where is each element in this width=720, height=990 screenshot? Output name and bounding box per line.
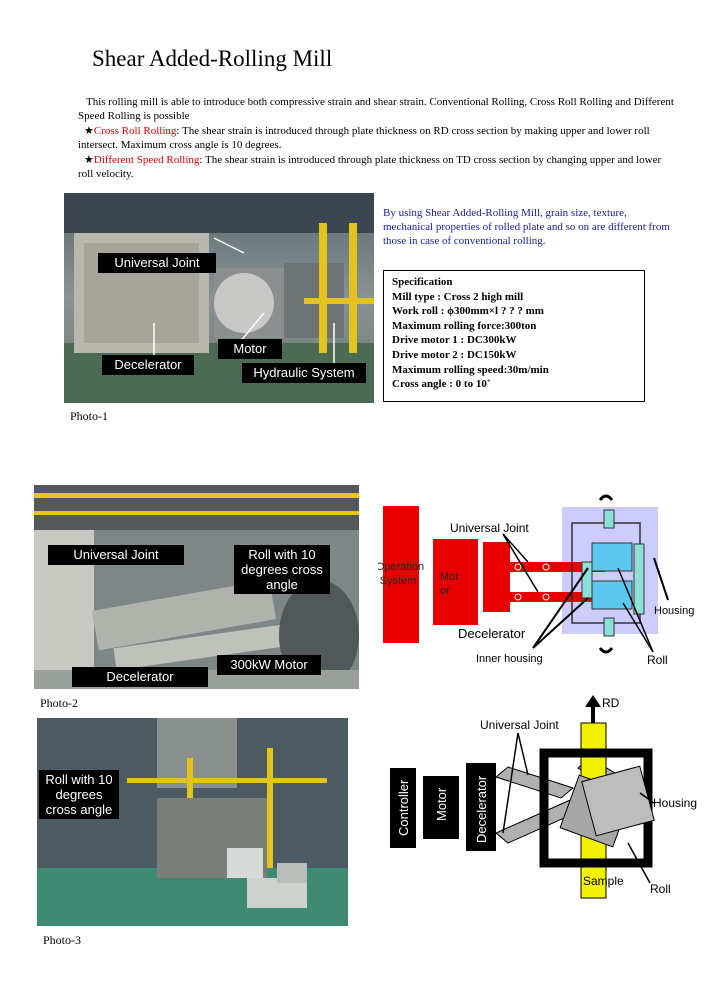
label-operation-system-1: Operation (378, 561, 424, 573)
photo1-label-hydraulic: Hydraulic System (242, 363, 366, 383)
intro-paragraph: This rolling mill is able to introduce b… (78, 96, 674, 122)
label-motor: Motor (434, 787, 449, 821)
label-universal-joint: Universal Joint (480, 718, 559, 732)
diff-speed-term: Different Speed Rolling (93, 154, 200, 166)
photo-1: Universal Joint Decelerator Motor Hydrau… (64, 193, 374, 403)
diagram-mill-layout: Operation System Mot or Universal Joint … (378, 494, 694, 667)
label-sample: Sample (583, 874, 624, 888)
photo2-label-roll-angle: Roll with 10 degrees cross angle (234, 545, 330, 594)
upper-roll (591, 542, 633, 572)
decelerator-box (466, 763, 496, 851)
rd-arrow-icon (585, 695, 601, 723)
diagram-cross-roll: Controller Motor Decelerator RD Universa… (390, 695, 697, 899)
spec-heading: Specification (392, 276, 453, 288)
photo-3: Roll with 10 degrees cross angle (37, 718, 348, 926)
photo2-label-universal-joint: Universal Joint (48, 545, 184, 565)
photo2-label-motor: 300kW Motor (217, 655, 321, 675)
label-decelerator: Decelerator (474, 775, 489, 843)
spec-line: Maximum rolling force:300ton (392, 319, 537, 332)
rotation-arrow-icon (598, 494, 614, 501)
decelerator-box (483, 542, 510, 612)
spec-line: Mill type : Cross 2 high mill (392, 290, 524, 303)
upper-shaft (510, 562, 605, 572)
spec-line: Work roll : ϕ300mm×l ? ? ? mm (392, 305, 544, 318)
cross-roll-paragraph: ★Cross Roll Rolling: The shear strain is… (78, 124, 678, 152)
photo1-label-decelerator: Decelerator (102, 355, 194, 375)
label-operation-system-2: System (380, 575, 417, 587)
spec-line: Cross angle : 0 to 10˚ (392, 378, 491, 391)
label-motor-1: Mot (440, 571, 458, 583)
cross-roll-term: Cross Roll Rolling (93, 125, 177, 137)
photo2-label-decelerator: Decelerator (72, 667, 208, 687)
photo-1-caption: Photo-1 (70, 409, 109, 423)
label-roll: Roll (650, 882, 671, 896)
photo-2: Universal Joint Roll with 10 degrees cro… (34, 485, 359, 689)
operation-system-box (383, 506, 419, 643)
diff-speed-text: : The shear strain is introduced through… (78, 154, 662, 180)
photo-3-caption: Photo-3 (43, 933, 82, 947)
spec-line: Maximum rolling speed:30m/min (392, 363, 549, 376)
page-title: Shear Added-Rolling Mill (92, 46, 333, 71)
label-controller: Controller (396, 779, 411, 836)
roll-square-2 (581, 765, 655, 837)
specification-box: Specification Mill type : Cross 2 high m… (383, 270, 645, 402)
label-decelerator: Decelerator (458, 626, 526, 641)
spec-line: Drive motor 1 : DC300kW (392, 334, 517, 347)
lower-shaft (510, 592, 605, 602)
label-motor-2: or (440, 585, 450, 597)
motor-box (423, 776, 459, 839)
spec-line: Drive motor 2 : DC150kW (392, 348, 517, 361)
label-inner-housing: Inner housing (476, 653, 543, 665)
lower-roll (591, 580, 633, 610)
photo-2-caption: Photo-2 (40, 696, 79, 710)
diff-speed-paragraph: ★Different Speed Rolling: The shear stra… (78, 153, 678, 181)
photo1-label-motor: Motor (218, 339, 282, 359)
star-icon: ★ (84, 125, 94, 137)
label-universal-joint: Universal Joint (450, 521, 529, 535)
motor-box (433, 539, 478, 625)
side-note: By using Shear Added-Rolling Mill, grain… (383, 207, 670, 247)
photo1-label-universal-joint: Universal Joint (98, 253, 216, 273)
label-rd: RD (602, 696, 620, 710)
rotation-arrow-icon (598, 647, 614, 654)
label-housing: Housing (654, 605, 694, 617)
label-roll: Roll (647, 653, 668, 667)
photo-3-illustration (37, 718, 348, 926)
label-housing: Housing (653, 796, 697, 810)
cross-roll-text: : The shear strain is introduced through… (78, 125, 650, 151)
photo3-label-roll-angle: Roll with 10 degrees cross angle (39, 770, 119, 819)
star-icon: ★ (84, 154, 94, 166)
controller-box (390, 768, 416, 848)
